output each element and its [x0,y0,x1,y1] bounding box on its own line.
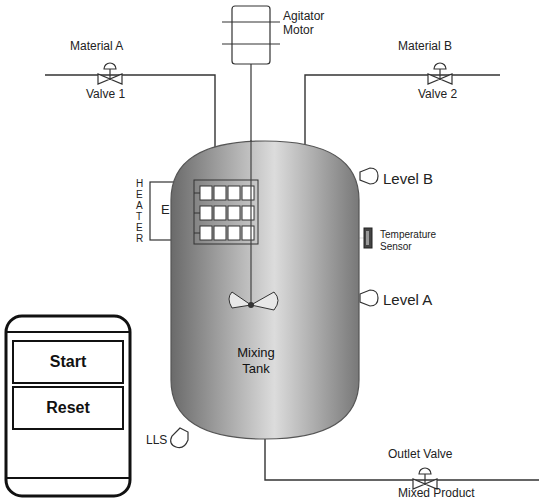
button-label: Start [50,353,86,371]
panel-line [6,477,130,479]
tank-label: Mixing Tank [225,345,287,376]
tank-outline [170,140,360,440]
valve-symbol [98,63,122,84]
agitator-motor [222,6,280,150]
material-label: Material B [398,40,452,54]
outlet-pipe [265,430,539,480]
sensor-label: Temperature Sensor [380,229,460,252]
valve-label: Valve 2 [418,88,457,102]
control-panel [6,316,130,496]
mixing-tank: Mixing Tank [170,140,360,440]
valve-label: Valve 1 [86,88,125,102]
heater-label: HEATER [136,178,142,244]
heater-symbol-text: E [161,203,170,218]
level-label: Level A [383,291,432,308]
switch-label: LLS [146,434,167,448]
valve-symbol [413,468,437,489]
button-label: Reset [46,399,90,417]
low-level-switch [171,428,188,448]
material-label: Material A [70,40,123,54]
start-button: Start [12,340,124,384]
valve-symbol [428,63,452,84]
product-label: Mixed Product [398,487,475,501]
reset-button: Reset [12,386,124,430]
valve-label: Outlet Valve [388,448,452,462]
part-label: Agitator Motor [283,10,343,38]
panel-line [6,331,130,333]
level-label: Level B [383,170,433,187]
inlet-pipe-a [45,75,215,170]
